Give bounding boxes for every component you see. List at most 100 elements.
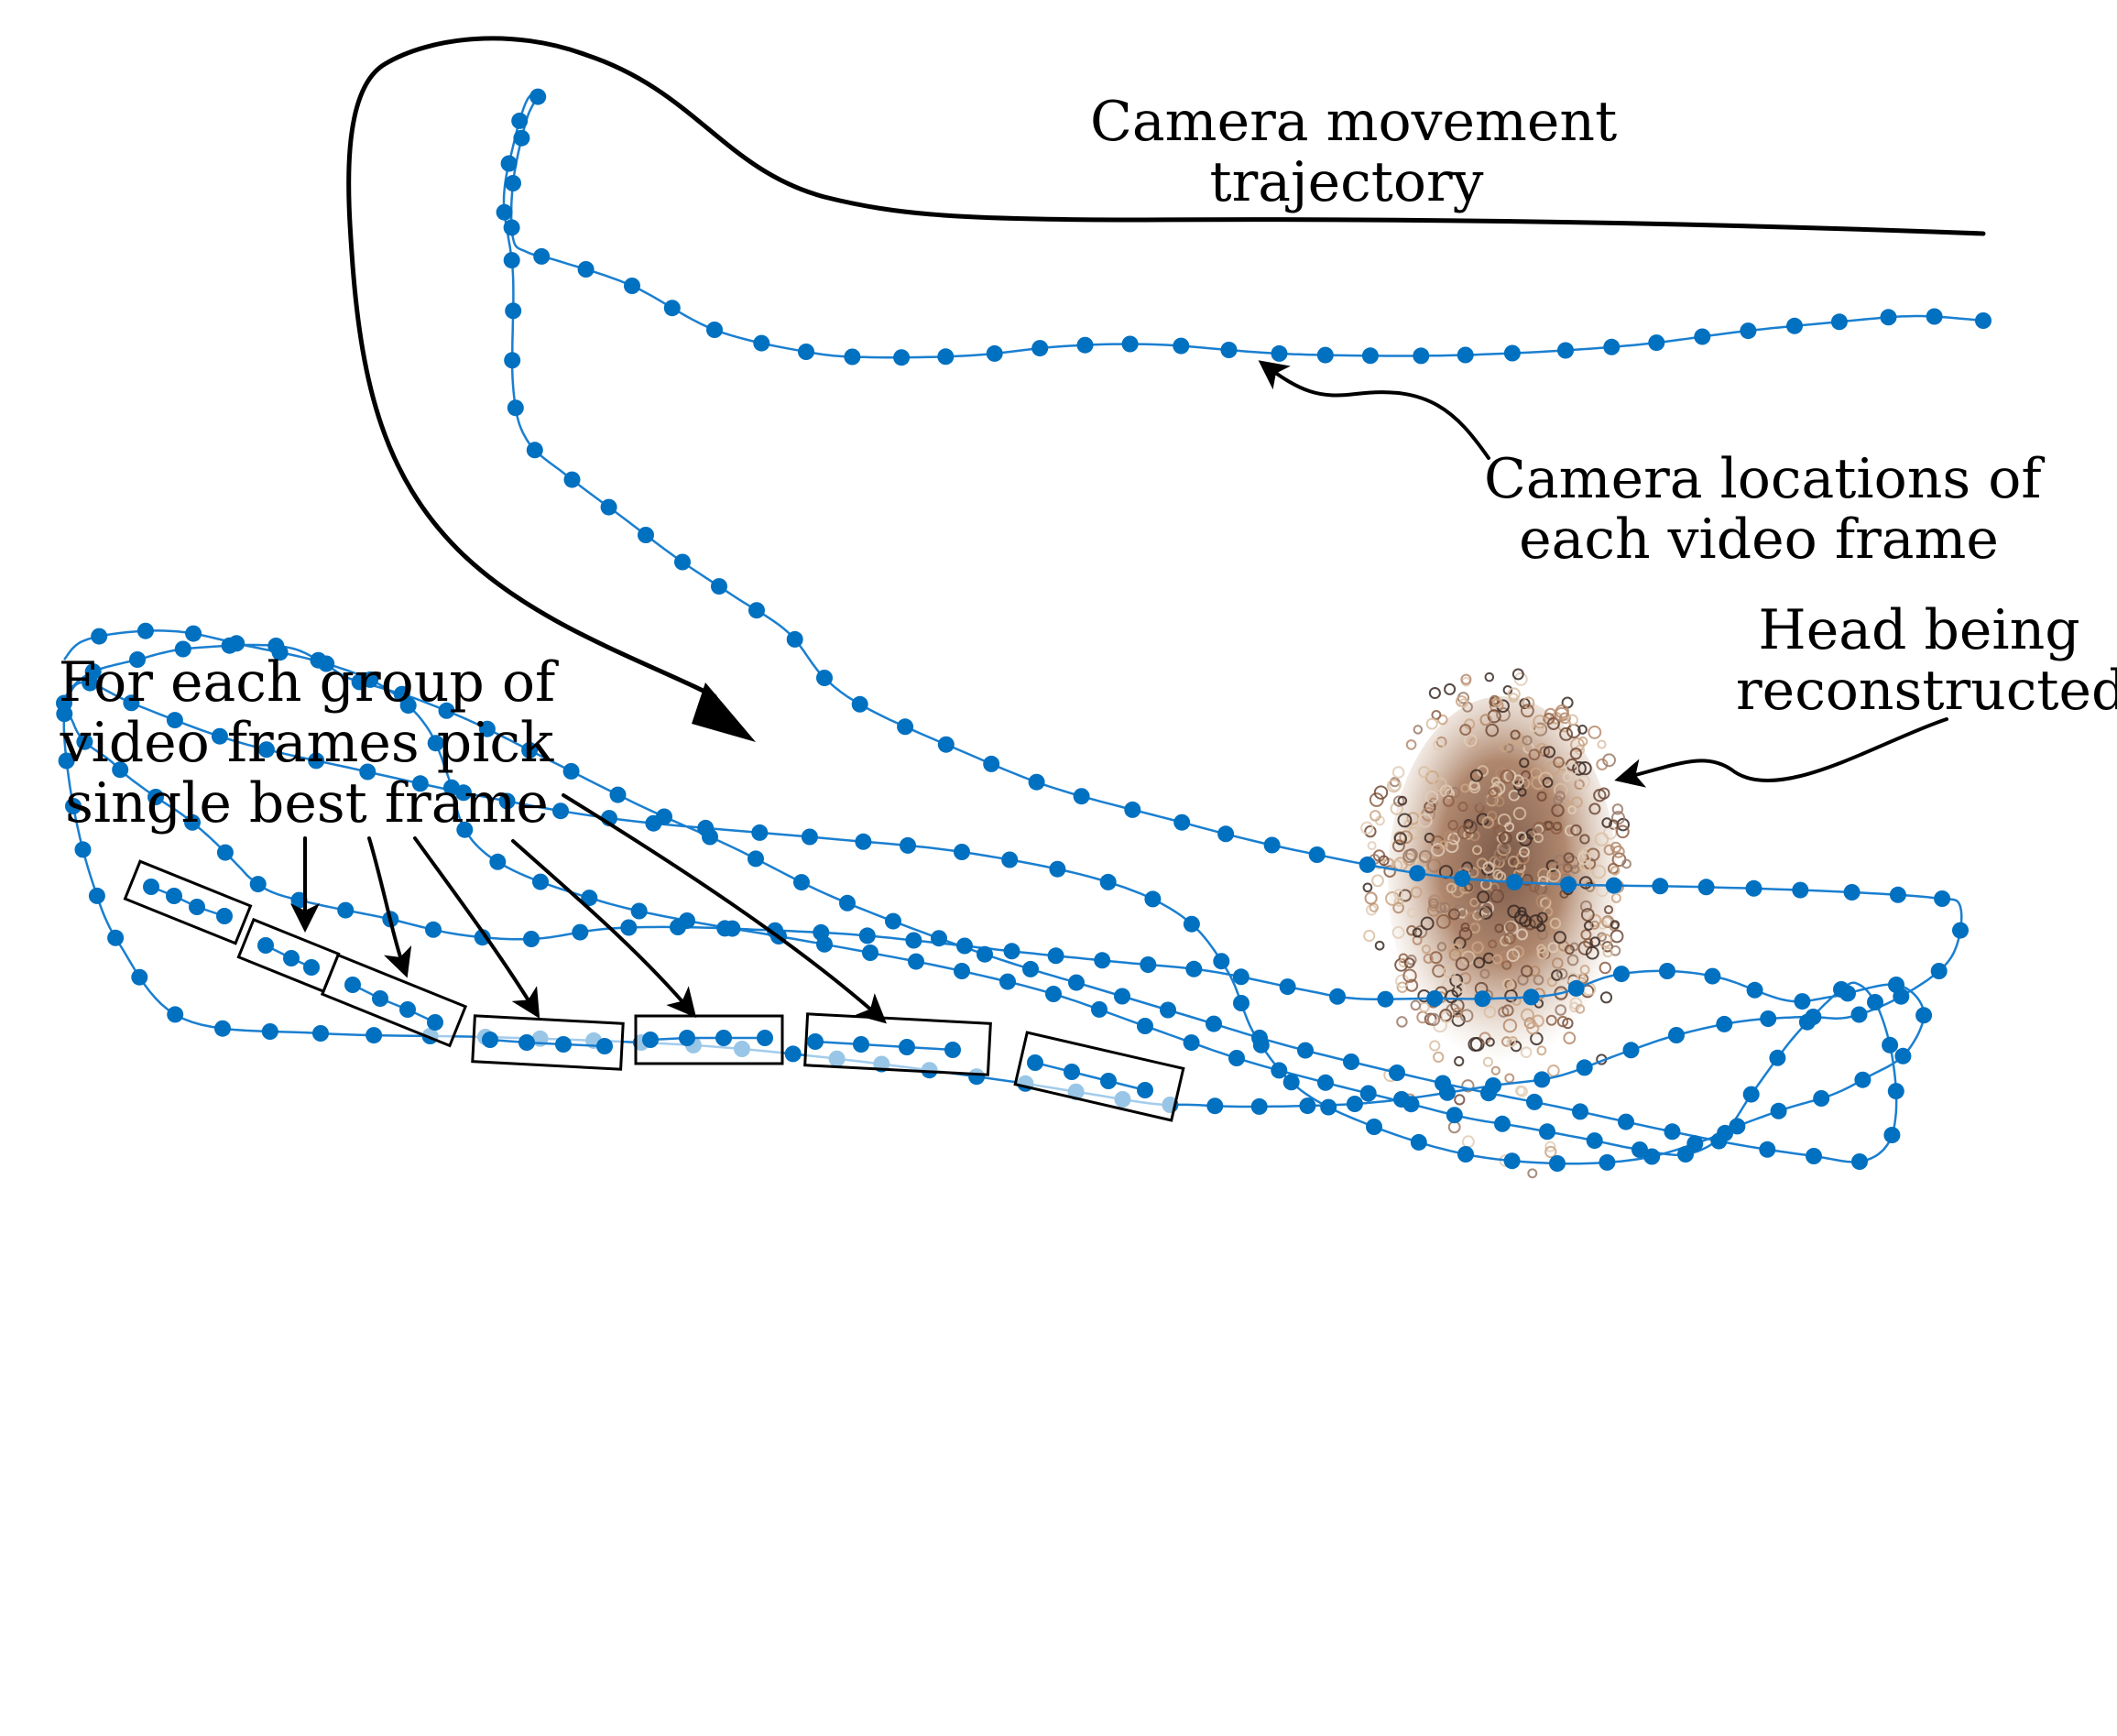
camera-location-point	[1457, 1146, 1474, 1163]
head-point	[1488, 787, 1499, 798]
head-point	[1428, 686, 1441, 700]
head-point	[1424, 790, 1439, 804]
camera-location-point	[986, 344, 1003, 362]
head-point	[1402, 968, 1417, 983]
head-point	[1364, 891, 1378, 905]
camera-location-point	[1228, 1050, 1245, 1066]
frame-point	[715, 1030, 732, 1046]
head-point	[1501, 1004, 1514, 1017]
frame-point	[283, 950, 300, 966]
head-point	[1562, 1017, 1574, 1030]
head-point	[1583, 937, 1594, 948]
camera-location-point	[1843, 884, 1861, 901]
head-point	[1481, 816, 1495, 829]
camera-location-point	[748, 602, 765, 619]
head-point	[1610, 841, 1622, 854]
head-point	[1445, 989, 1459, 1004]
head-point	[1362, 882, 1373, 893]
camera-location-point	[1137, 1018, 1153, 1034]
head-point	[1373, 785, 1389, 800]
frame-point	[807, 1033, 824, 1050]
camera-location-point	[507, 399, 524, 417]
head-point	[1567, 805, 1577, 815]
head-point	[1544, 1145, 1557, 1159]
head-point	[1551, 969, 1563, 981]
head-point	[1490, 1065, 1500, 1075]
head-point	[1447, 908, 1460, 921]
head-point	[1566, 714, 1578, 726]
camera-location-point	[84, 663, 102, 681]
camera-location-point	[1867, 994, 1883, 1010]
camera-location-point	[216, 844, 234, 861]
head-point	[1500, 1036, 1512, 1047]
camera-location-point	[489, 853, 507, 870]
camera-location-point	[1697, 879, 1715, 896]
camera-location-point	[1343, 1054, 1359, 1070]
frame-point	[518, 1034, 535, 1051]
camera-location-point	[1091, 1000, 1108, 1018]
head-point	[1492, 869, 1504, 880]
head-point	[1519, 914, 1533, 928]
head-point	[1549, 917, 1562, 930]
camera-location-point	[425, 921, 442, 938]
head-point	[1482, 861, 1495, 874]
head-point	[1469, 897, 1479, 908]
head-point	[1378, 855, 1390, 867]
head-point	[1452, 1007, 1464, 1018]
head-point	[1463, 829, 1474, 840]
camera-location-point	[572, 923, 589, 941]
head-point	[1471, 941, 1484, 954]
camera-location-point	[798, 344, 814, 360]
head-point	[1398, 889, 1413, 902]
head-point	[1454, 1055, 1465, 1067]
camera-location-point	[1329, 988, 1346, 1005]
camera-locations-label: Camera locations of each video frame	[1484, 447, 2042, 572]
camera-location-point	[1454, 870, 1471, 888]
frame-group-line	[150, 885, 225, 918]
camera-location-point	[1854, 1071, 1871, 1088]
camera-location-point	[1794, 993, 1811, 1010]
camera-location-point	[1346, 1096, 1363, 1112]
camera-location-point	[1549, 1155, 1566, 1172]
head-point	[1545, 859, 1559, 872]
camera-location-point	[257, 741, 275, 759]
head-point	[1425, 858, 1439, 872]
head-point	[1493, 796, 1505, 807]
head-point	[1537, 868, 1552, 882]
frame-point	[303, 959, 320, 976]
frame-point	[853, 1036, 869, 1053]
head-point	[1513, 671, 1528, 686]
camera-locations-path	[56, 88, 1992, 1172]
camera-location-point	[261, 1023, 278, 1040]
camera-location-point	[786, 630, 803, 648]
head-point	[1435, 914, 1451, 929]
head-point	[1507, 687, 1521, 701]
head-point	[1553, 795, 1564, 805]
camera-location-point	[620, 919, 638, 936]
camera-location-point	[1745, 879, 1762, 897]
camera-location-point	[174, 640, 191, 658]
head-point	[1593, 789, 1607, 802]
head-point	[1438, 840, 1449, 850]
head-point	[1601, 817, 1613, 828]
camera-location-point	[753, 334, 770, 352]
head-point	[1429, 1040, 1441, 1052]
head-point	[1479, 714, 1492, 726]
head-point	[1542, 923, 1555, 935]
head-point	[1468, 1037, 1483, 1052]
camera-location-point	[1830, 313, 1848, 331]
head-point	[1537, 875, 1549, 887]
camera-location-point	[1220, 342, 1238, 358]
camera-location-point	[362, 671, 379, 688]
head-point	[1579, 859, 1592, 872]
head-point	[1570, 824, 1582, 836]
head-point	[1458, 972, 1472, 985]
camera-location-point	[1926, 308, 1943, 325]
camera-location-point	[656, 808, 672, 825]
camera-location-point	[478, 720, 496, 737]
head-point	[1586, 847, 1600, 862]
head-point	[1463, 820, 1478, 835]
head-point	[1407, 907, 1417, 918]
head-point	[1599, 961, 1612, 975]
camera-location-point	[76, 733, 93, 750]
